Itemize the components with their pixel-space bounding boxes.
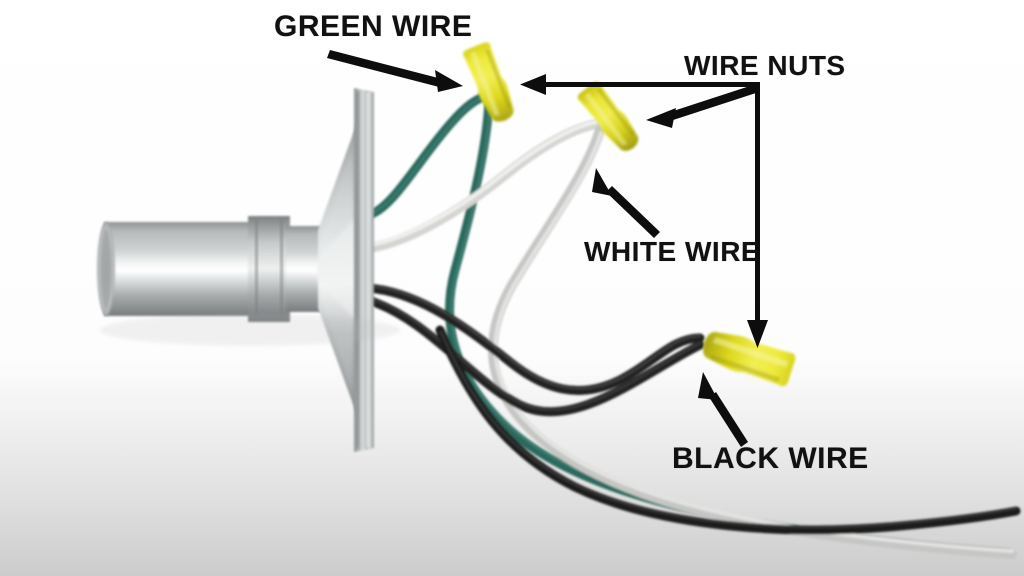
- conduit-barrel: [286, 226, 322, 312]
- black-wire-lower: [363, 295, 705, 417]
- black-wire-nut: [703, 331, 796, 387]
- label-white-wire: WHITE WIRE: [584, 236, 761, 267]
- label-wire-nuts: WIRE NUTS: [684, 50, 846, 81]
- white-wire-nut: [577, 81, 639, 151]
- green-wire-arrow: [327, 50, 463, 92]
- label-black-wire: BLACK WIRE: [672, 442, 869, 475]
- wire-nuts-bracket: [520, 74, 768, 348]
- white-wire-arrow: [592, 168, 660, 238]
- annotation-arrows: [327, 50, 768, 447]
- black-wire-arrow: [698, 372, 748, 447]
- green-wire-nut: [463, 42, 514, 122]
- metal-fixture-assembly: [97, 88, 400, 452]
- conduit-collar: [248, 216, 290, 322]
- wire-bundle: [363, 91, 1021, 559]
- label-green-wire: GREEN WIRE: [274, 10, 473, 43]
